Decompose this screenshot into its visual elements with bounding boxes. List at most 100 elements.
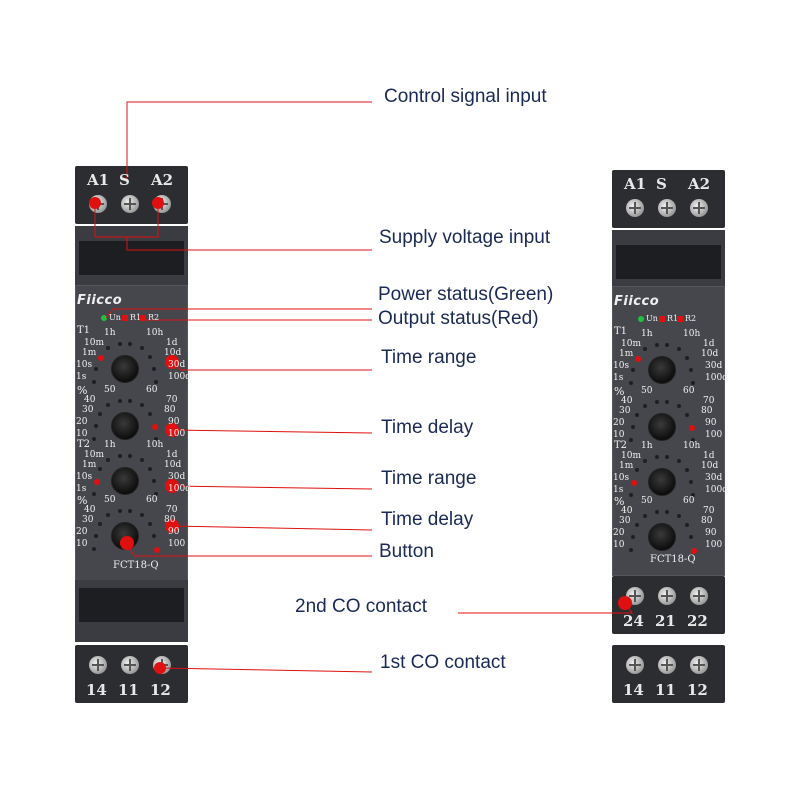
dial-scale-label: 100d: [705, 373, 728, 383]
dial-scale-label: 10: [613, 430, 625, 440]
screw-terminal[interactable]: [626, 656, 644, 674]
dial-scale-label: 40: [84, 505, 96, 515]
screw-terminal[interactable]: [121, 195, 139, 213]
screw-terminal[interactable]: [658, 199, 676, 217]
scale-dot: [106, 458, 110, 462]
terminal-label: A1: [87, 171, 110, 189]
screw-terminal[interactable]: [690, 199, 708, 217]
dial-scale-label: 80: [701, 406, 713, 416]
scale-dot: [629, 381, 633, 385]
adjust-knob[interactable]: [648, 468, 676, 496]
dial-scale-label: 90: [705, 528, 717, 538]
led-label: R2: [148, 313, 160, 322]
scale-dot: [655, 400, 659, 404]
scale-dot: [92, 437, 96, 441]
dial-scale-label: 50: [641, 386, 653, 396]
terminal-label: S: [119, 171, 130, 189]
adjust-knob[interactable]: [111, 355, 139, 383]
dial-scale-label: 1m: [82, 348, 97, 358]
scale-dot: [128, 454, 132, 458]
dial-scale-label: 10d: [701, 349, 719, 359]
output-led-r1: [122, 315, 128, 321]
callout-dot: [165, 519, 179, 533]
dial-scale-label: 90: [168, 417, 180, 427]
brand-logo: Fiicco: [77, 293, 123, 308]
scale-dot: [118, 342, 122, 346]
label-power-status: Power status(Green): [378, 284, 554, 305]
dial-scale-label: 10d: [164, 460, 182, 470]
callout-dot: [618, 596, 632, 610]
scale-dot: [118, 399, 122, 403]
label-time-delay-1: Time delay: [381, 417, 474, 438]
scale-dot: [691, 493, 695, 497]
dial-scale-label: 10m: [84, 450, 104, 460]
t1-label: T1: [77, 325, 91, 336]
screw-terminal[interactable]: [89, 656, 107, 674]
t1-label: T1: [614, 326, 628, 337]
label-window: [79, 241, 184, 275]
adjust-knob[interactable]: [111, 412, 139, 440]
dial-scale-label: 10d: [701, 461, 719, 471]
scale-dot: [665, 343, 669, 347]
scale-dot: [631, 368, 635, 372]
dial-scale-label: 1d: [703, 339, 715, 349]
dial-scale-label: 40: [621, 506, 633, 516]
screw-terminal[interactable]: [626, 199, 644, 217]
dial-scale-label: 1m: [619, 461, 634, 471]
scale-dot: [148, 355, 152, 359]
scale-dot: [154, 380, 158, 384]
dial-scale-label: 100d: [168, 372, 191, 382]
scale-dot: [689, 535, 693, 539]
setting-indicator: [154, 547, 160, 553]
dial-scale-label: 30d: [168, 472, 186, 482]
callout-dot: [165, 423, 179, 437]
dial-scale-label: 10h: [146, 328, 164, 338]
push-button[interactable]: [648, 523, 676, 551]
dial-scale-label: 10d: [164, 348, 182, 358]
scale-dot: [643, 514, 647, 518]
dial-scale-label: 1s: [76, 484, 87, 494]
adjust-knob[interactable]: [111, 467, 139, 495]
dial-scale-label: 100: [705, 430, 723, 440]
dial-scale-label: 10m: [621, 451, 641, 461]
scale-dot: [140, 346, 144, 350]
dial-scale-label: 30: [82, 405, 94, 415]
screw-terminal[interactable]: [121, 656, 139, 674]
callout-dot: [89, 197, 101, 209]
dial-scale-label: 40: [84, 395, 96, 405]
scale-dot: [685, 413, 689, 417]
dial-scale-label: 10s: [76, 360, 93, 370]
output-led-r1: [659, 316, 665, 322]
dial-scale-label: 10m: [84, 338, 104, 348]
terminal-label: 21: [655, 612, 676, 630]
terminal-label: 14: [86, 681, 107, 699]
setting-indicator: [631, 480, 637, 486]
scale-dot: [98, 522, 102, 526]
adjust-knob[interactable]: [648, 413, 676, 441]
screw-terminal[interactable]: [690, 587, 708, 605]
terminal-label: A1: [624, 175, 647, 193]
screw-terminal[interactable]: [658, 656, 676, 674]
label-window: [79, 588, 184, 622]
adjust-knob[interactable]: [648, 356, 676, 384]
dial-scale-label: 20: [76, 527, 88, 537]
screw-terminal[interactable]: [658, 587, 676, 605]
screw-terminal[interactable]: [690, 656, 708, 674]
dial-scale-label: 50: [641, 496, 653, 506]
label-output-status: Output status(Red): [378, 308, 539, 329]
scale-dot: [92, 547, 96, 551]
callout-dot: [152, 197, 164, 209]
dial-scale-label: 30d: [705, 473, 723, 483]
dial-scale-label: 60: [683, 386, 695, 396]
label-time-range-2: Time range: [381, 468, 477, 489]
scale-dot: [92, 492, 96, 496]
dial-scale-label: 10s: [613, 361, 630, 371]
terminal-label: A2: [688, 175, 711, 193]
scale-dot: [689, 368, 693, 372]
callout-dot: [165, 479, 179, 493]
dial-scale-label: 10s: [76, 472, 93, 482]
dial-scale-label: 70: [703, 506, 715, 516]
scale-dot: [665, 455, 669, 459]
scale-dot: [685, 468, 689, 472]
